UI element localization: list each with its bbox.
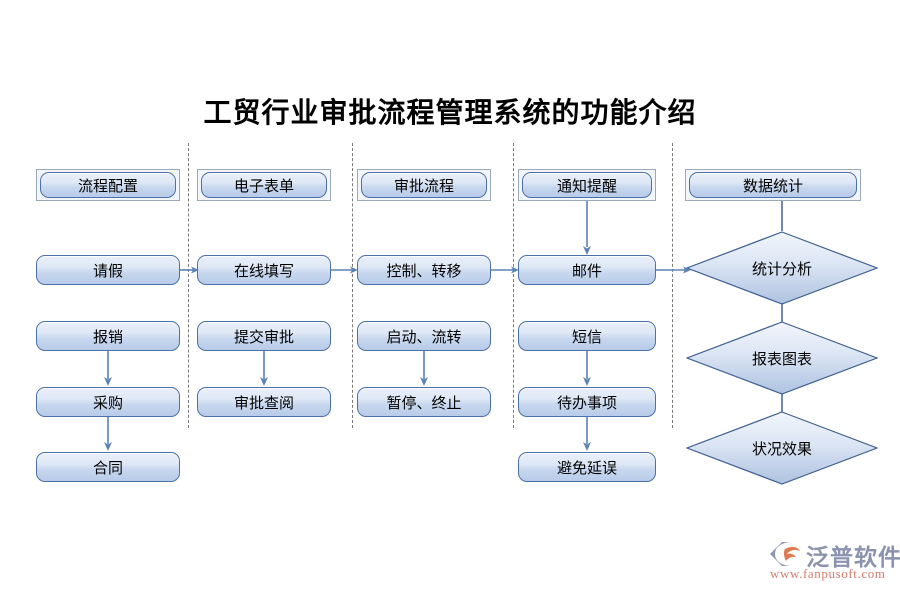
- diamond-data-statistics-0[interactable]: 统计分析: [686, 231, 878, 305]
- column-separator-1: [188, 143, 189, 428]
- arrow-qidong-to-zanting: [416, 351, 432, 387]
- arrow-daibanshixiang-to-bimianyanwu: [579, 417, 595, 452]
- node-electronic-form-1[interactable]: 提交审批: [197, 321, 331, 351]
- column-separator-4: [672, 143, 673, 428]
- page-title: 工贸行业审批流程管理系统的功能介绍: [203, 96, 697, 129]
- node-process-config-2[interactable]: 采购: [36, 387, 180, 417]
- node-notification-2[interactable]: 待办事项: [518, 387, 656, 417]
- diamond-data-statistics-2[interactable]: 状况效果: [686, 411, 878, 485]
- node-electronic-form-2[interactable]: 审批查阅: [197, 387, 331, 417]
- node-approval-flow-0[interactable]: 控制、转移: [357, 255, 491, 285]
- node-process-config-1[interactable]: 报销: [36, 321, 180, 351]
- node-approval-flow-1[interactable]: 启动、流转: [357, 321, 491, 351]
- node-process-config-3[interactable]: 合同: [36, 452, 180, 482]
- column-separator-2: [352, 143, 353, 428]
- line-shujutongji-to-tongjifenxi: [774, 201, 790, 231]
- header-data-statistics[interactable]: 数据统计: [689, 172, 857, 198]
- arrow-qingjia-to-zaixiantianxie: [180, 262, 200, 278]
- node-notification-1[interactable]: 短信: [518, 321, 656, 351]
- node-approval-flow-2[interactable]: 暂停、终止: [357, 387, 491, 417]
- brand-url: www.fanpusoft.com: [770, 566, 886, 581]
- diamond-label-data-statistics-0: 统计分析: [751, 259, 812, 278]
- node-electronic-form-0[interactable]: 在线填写: [197, 255, 331, 285]
- arrow-baoxiao-to-caigou: [100, 351, 116, 387]
- arrow-kongzhizhuanyi-to-youjian: [491, 262, 520, 278]
- brand-name: 泛普软件: [806, 545, 900, 571]
- arrow-duanxin-to-daibanshixiang: [579, 351, 595, 387]
- arrow-youjian-to-tongjifenxi: [656, 262, 692, 278]
- arrow-caigou-to-hetong: [100, 417, 116, 452]
- diamond-label-data-statistics-2: 状况效果: [751, 439, 812, 458]
- node-process-config-0[interactable]: 请假: [36, 255, 180, 285]
- header-process-config[interactable]: 流程配置: [40, 172, 176, 198]
- arrow-tongzhi-to-youjian: [579, 201, 595, 256]
- fanpu-logo-icon: [768, 540, 802, 568]
- node-notification-0[interactable]: 邮件: [518, 255, 656, 285]
- brand-logo: 泛普软件 www.fanpusoft.com: [768, 538, 900, 586]
- arrow-zaixiantianxie-to-kongzhizhuanyi: [331, 262, 359, 278]
- header-notification[interactable]: 通知提醒: [522, 172, 652, 198]
- arrow-tijiaoshenpi-to-shenpichayue: [256, 351, 272, 387]
- diamond-data-statistics-1[interactable]: 报表图表: [686, 321, 878, 395]
- node-notification-3[interactable]: 避免延误: [518, 452, 656, 482]
- diamond-label-data-statistics-1: 报表图表: [751, 349, 812, 368]
- column-separator-3: [513, 143, 514, 428]
- header-approval-flow[interactable]: 审批流程: [361, 172, 487, 198]
- header-electronic-form[interactable]: 电子表单: [201, 172, 327, 198]
